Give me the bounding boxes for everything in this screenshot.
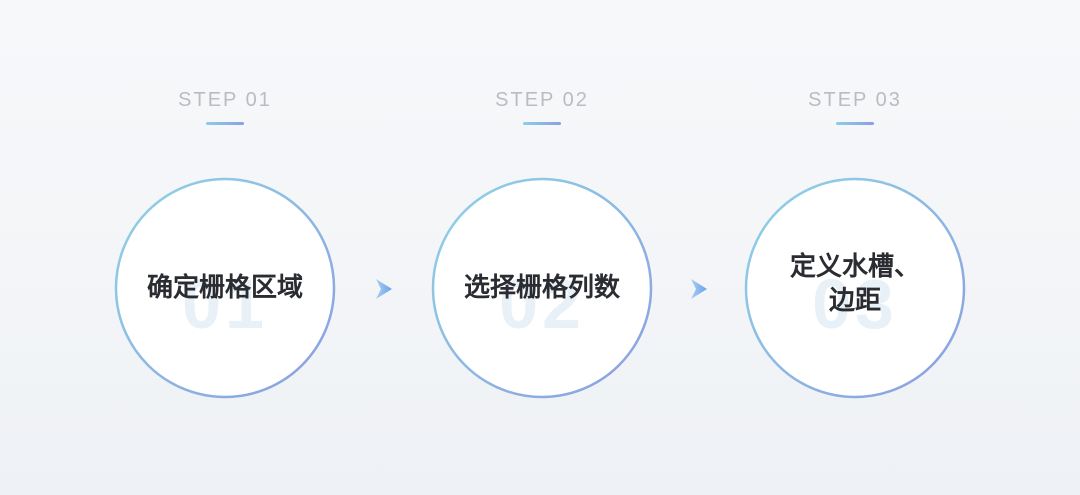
step-2-number-watermark: 02 xyxy=(499,265,585,343)
step-2-ring: 02 选择栅格列数 xyxy=(430,176,654,400)
step-1: STEP 01 01 确定栅格区域 xyxy=(105,0,345,495)
step-3-title-line-2: 边距 xyxy=(828,286,881,316)
step-3: STEP 03 03 定义水槽、 边距 xyxy=(735,0,975,495)
step-1-underline xyxy=(206,122,244,125)
step-1-title: 确定栅格区域 xyxy=(113,256,337,320)
step-3-underline xyxy=(836,122,874,125)
step-2: STEP 02 02 选择栅格列数 xyxy=(422,0,662,495)
chevron-right-arrow-icon xyxy=(376,279,392,299)
step-3-circle-icon xyxy=(744,177,966,399)
step-2-circle-icon xyxy=(431,177,653,399)
step-3-ring: 03 定义水槽、 边距 xyxy=(743,176,967,400)
step-3-label: STEP 03 xyxy=(808,89,902,111)
step-3-title: 定义水槽、 边距 xyxy=(743,250,967,318)
step-2-title-line-1: 选择栅格列数 xyxy=(463,273,620,303)
arrow-2 xyxy=(690,278,708,300)
step-3-number-watermark: 03 xyxy=(812,265,898,343)
step-1-title-line-1: 确定栅格区域 xyxy=(146,273,303,303)
step-2-title: 选择栅格列数 xyxy=(430,256,654,320)
step-2-underline xyxy=(523,122,561,125)
step-1-label: STEP 01 xyxy=(178,89,272,111)
arrow-1 xyxy=(375,278,393,300)
step-2-label: STEP 02 xyxy=(495,89,589,111)
step-1-number-watermark: 01 xyxy=(182,265,268,343)
step-3-title-line-1: 定义水槽、 xyxy=(789,252,920,282)
chevron-right-arrow-icon xyxy=(691,279,707,299)
step-1-circle-icon xyxy=(114,177,336,399)
step-1-ring: 01 确定栅格区域 xyxy=(113,176,337,400)
